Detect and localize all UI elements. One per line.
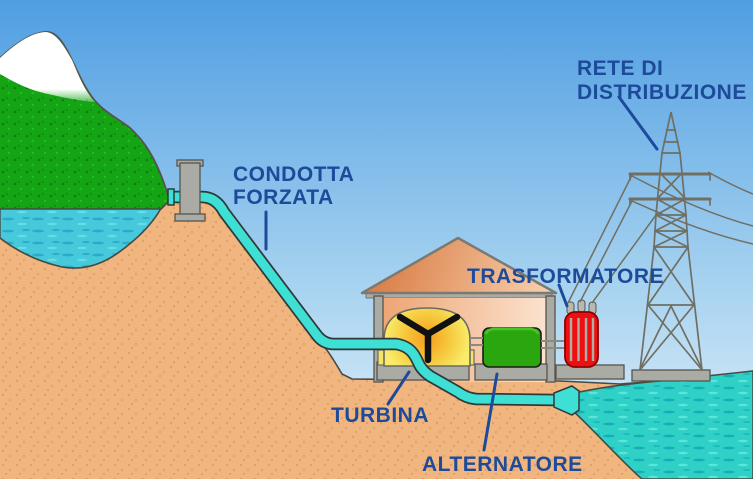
transformer-tank: [564, 311, 599, 368]
trasformatore-label: TRASFORMATORE: [467, 265, 664, 288]
drive-shaft: [470, 337, 567, 349]
power-lines: [567, 171, 753, 304]
alternator: [482, 327, 542, 368]
tailrace-outlet: [553, 385, 580, 416]
rete-distribuzione-label-line1: RETE DI: [577, 57, 663, 80]
mountain: [0, 31, 171, 210]
rete-distribuzione-label-line2: DISTRIBUZIONE: [577, 81, 747, 104]
transformer-cooling-tubes: [569, 318, 595, 361]
condotta-forzata-label-line2: FORZATA: [233, 186, 334, 209]
alternatore-pointer-line: [482, 372, 499, 452]
rete-pointer-line: [617, 95, 659, 151]
transformer: [555, 299, 625, 380]
turbine-runner: [396, 313, 461, 364]
penstock-pipe: [167, 188, 580, 416]
pipe-inlet-flange: [167, 188, 175, 206]
transmission-pylon: [567, 111, 753, 382]
pylon-base: [631, 369, 711, 382]
condotta-forzata-label-line1: CONDOTTA: [233, 163, 354, 186]
roof: [360, 236, 558, 295]
snow-cap: [0, 32, 95, 102]
turbina-pointer-line: [386, 370, 411, 406]
trasformatore-pointer-line: [557, 283, 569, 308]
alternatore-label: ALTERNATORE: [422, 453, 583, 476]
turbina-label: TURBINA: [331, 404, 429, 427]
wall-right: [545, 295, 556, 383]
intake-tower: [174, 159, 206, 222]
transformer-bushings: [566, 299, 597, 315]
